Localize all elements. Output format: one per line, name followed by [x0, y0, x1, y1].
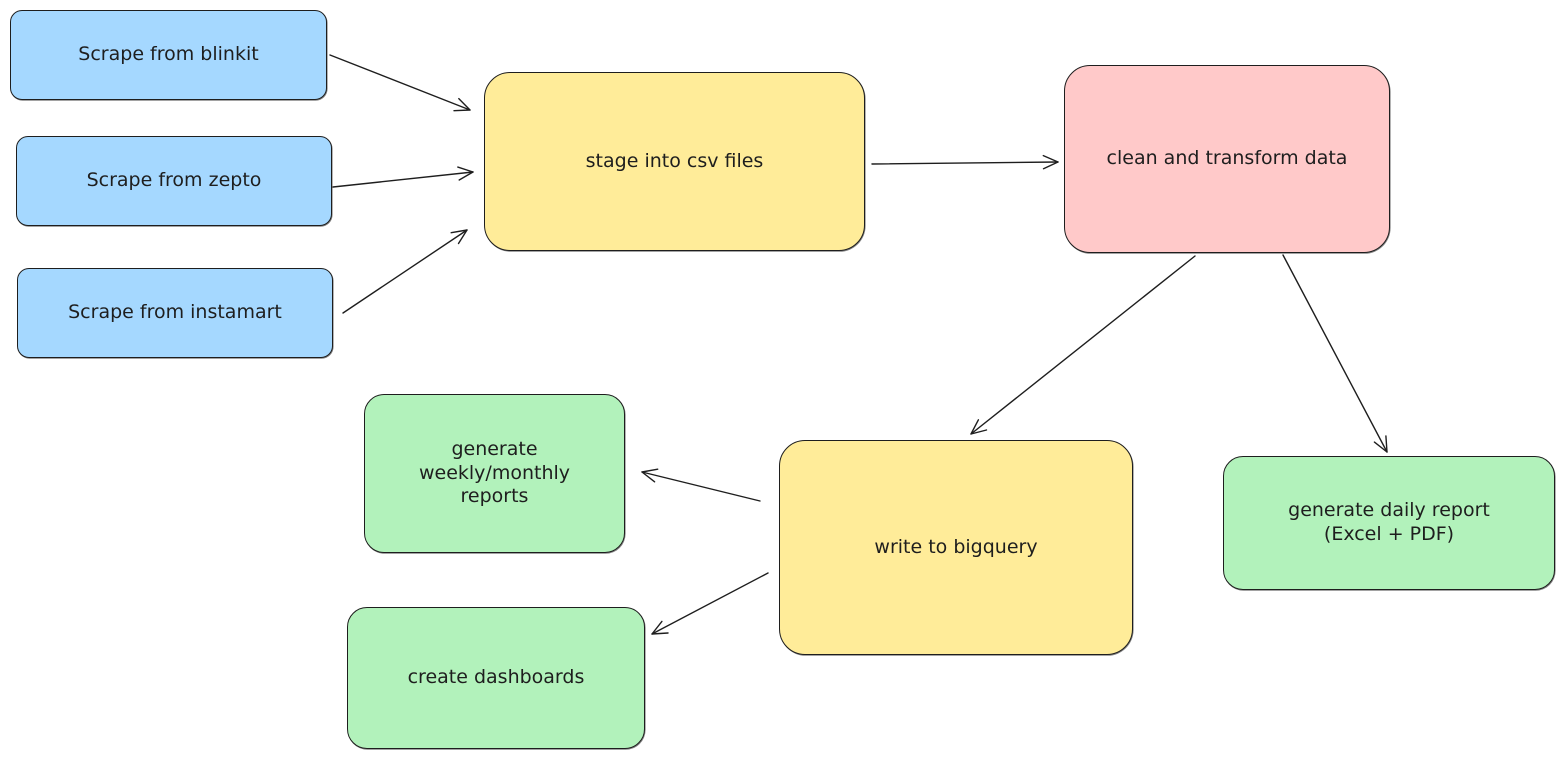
arrow-clean-to-daily — [1282, 254, 1388, 453]
node-weekly-monthly-reports[interactable]: generate weekly/monthly reports — [364, 394, 625, 553]
arrow-head — [453, 97, 471, 112]
arrow-head — [450, 229, 468, 245]
arrow-shaft — [332, 171, 474, 188]
node-create-dashboards[interactable]: create dashboards — [347, 607, 645, 749]
arrow-shaft — [342, 229, 468, 314]
node-scrape-instamart[interactable]: Scrape from instamart — [17, 268, 333, 358]
arrow-head — [1042, 154, 1059, 170]
arrow-shaft — [651, 572, 769, 635]
node-label: stage into csv files — [585, 149, 764, 172]
arrow-clean-to-bigquery — [970, 255, 1196, 435]
node-label: Scrape from instamart — [68, 301, 282, 324]
node-scrape-blinkit[interactable]: Scrape from blinkit — [10, 10, 327, 100]
node-daily-report[interactable]: generate daily report (Excel + PDF) — [1223, 456, 1555, 590]
arrow-shaft — [329, 54, 471, 111]
node-label: create dashboards — [407, 666, 585, 689]
node-label: Scrape from blinkit — [78, 43, 259, 66]
arrow-shaft — [641, 471, 761, 502]
node-label: write to bigquery — [874, 535, 1038, 558]
arrow-shaft — [1282, 254, 1388, 453]
arrow-shaft — [871, 161, 1059, 165]
node-scrape-zepto[interactable]: Scrape from zepto — [16, 136, 332, 226]
arrow-head — [641, 468, 659, 483]
arrow-head — [970, 419, 988, 435]
arrow-stage-to-clean — [871, 154, 1059, 170]
arrow-instamart-to-stage — [342, 229, 468, 314]
node-label: generate daily report (Excel + PDF) — [1288, 499, 1490, 545]
arrow-bigquery-to-weekly — [641, 468, 761, 502]
arrow-shaft — [970, 255, 1196, 435]
arrow-zepto-to-stage — [332, 166, 474, 188]
node-label: generate weekly/monthly reports — [418, 437, 571, 508]
arrow-head — [457, 166, 474, 181]
node-clean-transform[interactable]: clean and transform data — [1064, 65, 1390, 253]
node-label: clean and transform data — [1106, 147, 1348, 170]
node-label: Scrape from zepto — [86, 169, 262, 192]
node-write-bigquery[interactable]: write to bigquery — [779, 440, 1133, 655]
arrow-blinkit-to-stage — [329, 54, 471, 112]
node-stage-csv[interactable]: stage into csv files — [484, 72, 865, 251]
arrow-bigquery-to-dashboards — [651, 572, 769, 635]
arrow-head — [1373, 435, 1388, 453]
arrow-head — [651, 620, 669, 635]
